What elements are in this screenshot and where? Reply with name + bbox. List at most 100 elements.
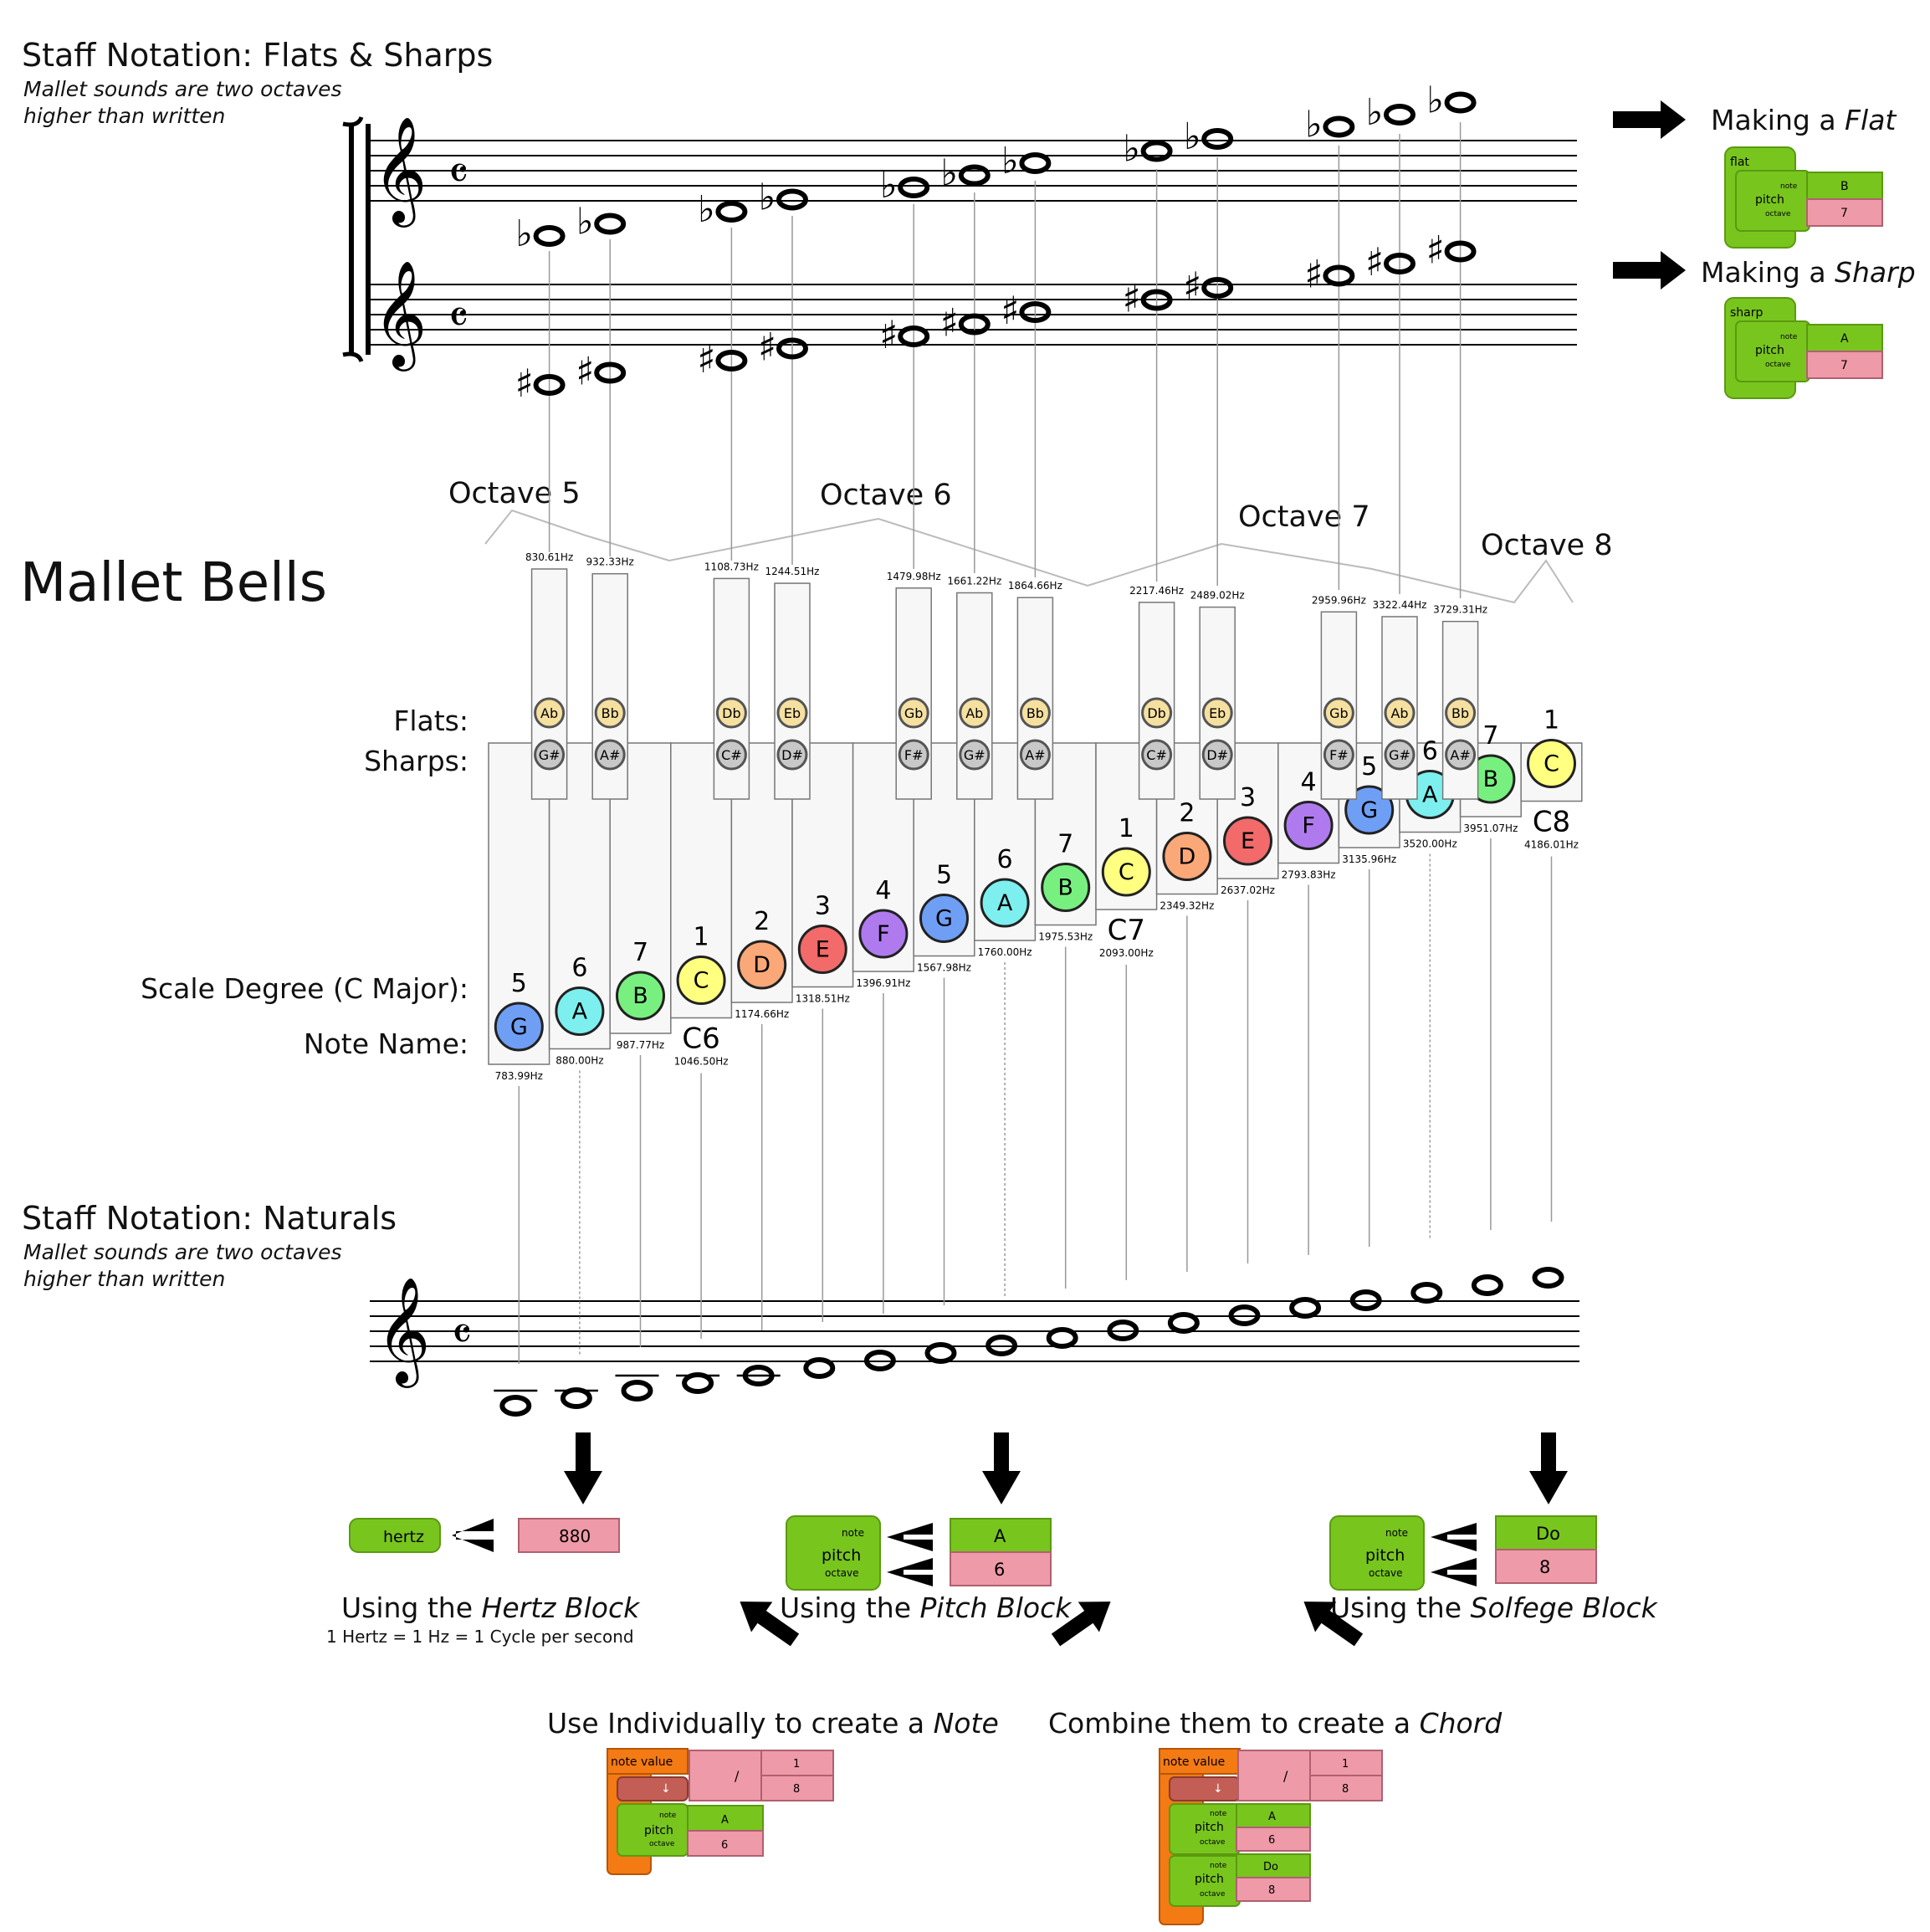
- flat-sign-icon: ♭: [1426, 79, 1444, 122]
- flat-whole-note: [776, 188, 808, 211]
- flat-circle: [898, 697, 929, 729]
- sharp-circle: [715, 739, 747, 771]
- natural-whole-note: [1532, 1267, 1564, 1289]
- sharp-sign-icon: ♯: [514, 361, 533, 406]
- sharp-circle: [594, 739, 626, 771]
- flat-sign-icon: ♭: [1123, 128, 1140, 171]
- note-circle: [797, 925, 847, 974]
- sharp-sign-icon: ♯: [576, 349, 594, 394]
- natural-frequency-label: 2637.02Hz: [1221, 884, 1275, 896]
- accidental-frequency-label: 1864.66Hz: [1008, 580, 1062, 592]
- natural-frequency-label: 1318.51Hz: [796, 993, 850, 1005]
- nv1-note-label: note: [659, 1812, 677, 1820]
- solfege-block-octave: 8: [1539, 1557, 1550, 1577]
- flat-circle: [1445, 697, 1477, 729]
- note-circle: [1527, 739, 1576, 788]
- natural-frequency-label: 1975.53Hz: [1038, 931, 1093, 943]
- natural-frequency-label: 1396.91Hz: [856, 977, 910, 989]
- solfege-block-note: Do: [1536, 1524, 1560, 1544]
- flat-label: Eb: [784, 705, 801, 721]
- nv2-numerator: 1: [1342, 1758, 1349, 1771]
- naturals-subtitle-2: higher than written: [23, 1267, 226, 1291]
- sharp-whole-note: [1384, 253, 1416, 274]
- natural-frequency-label: 2349.32Hz: [1160, 900, 1214, 912]
- grand-staff-bracket: [342, 116, 371, 362]
- sharp-sign-icon: ♯: [1183, 264, 1201, 309]
- making-sharp-caption: Making a Sharp: [1701, 256, 1916, 289]
- scale-degree-label: 3: [1240, 783, 1256, 812]
- natural-frequency-label: 3520.00Hz: [1403, 838, 1457, 850]
- flat-sign-icon: ♭: [759, 177, 776, 219]
- sharp-whole-note: [958, 313, 991, 336]
- scale-degree-label: 5: [511, 969, 527, 998]
- accidental-frequency-label: 2217.46Hz: [1129, 585, 1184, 597]
- sharp-block-pitch: pitch: [1755, 344, 1784, 357]
- note-circle: [555, 986, 605, 1036]
- octave-6-label: Octave 6: [820, 479, 952, 512]
- sharp-whole-note: [1140, 289, 1173, 311]
- scale-degree-label: 1: [1119, 814, 1134, 843]
- sharp-label: F#: [904, 747, 924, 763]
- flat-label: Ab: [1390, 705, 1408, 721]
- sharp-block-octave-label: octave: [1765, 361, 1791, 369]
- octave-5-label: Octave 5: [448, 477, 581, 510]
- scale-degree-label: 3: [815, 892, 831, 921]
- mallet-bells-title: Mallet Bells: [20, 552, 327, 614]
- naturals-subtitle-1: Mallet sounds are two octaves: [23, 1240, 342, 1264]
- flat-sign-icon: ♭: [1366, 91, 1384, 134]
- natural-whole-note: [1228, 1304, 1261, 1326]
- flat-label: Bb: [1451, 705, 1469, 721]
- nv1-octave: 6: [721, 1839, 728, 1852]
- nv2-octave-1: 6: [1268, 1834, 1275, 1847]
- making-flat-caption: Making a Flat: [1711, 104, 1897, 136]
- flat-whole-note: [1323, 115, 1355, 138]
- note-name-label: C: [1543, 751, 1559, 777]
- accidental-frequency-label: 2959.96Hz: [1312, 594, 1366, 606]
- scale-degree-label: 6: [997, 845, 1013, 874]
- pitch-block-note-label: note: [842, 1527, 864, 1539]
- octave-range-line: [484, 509, 1574, 604]
- sharp-block-octave: 7: [1840, 359, 1848, 372]
- sharp-whole-note: [898, 325, 930, 347]
- accidental-frequency-label: 1661.22Hz: [947, 576, 1001, 587]
- nv1-denominator: 8: [793, 1783, 800, 1796]
- note-name-label: B: [1483, 766, 1499, 792]
- sharp-label: A#: [600, 747, 620, 763]
- natural-whole-note: [924, 1342, 957, 1364]
- solfege-left-arrow-2: [1431, 1558, 1477, 1586]
- pitch-left-arrow-1: [887, 1523, 933, 1551]
- natural-whole-note: [1046, 1327, 1078, 1349]
- accidental-frequency-label: 3729.31Hz: [1433, 604, 1487, 616]
- flat-block-octave-label: octave: [1765, 210, 1791, 218]
- leader-lines: [518, 122, 1553, 1364]
- accidental-frequency-label: 1244.51Hz: [765, 566, 820, 577]
- natural-whole-note: [621, 1380, 653, 1402]
- sharp-sign-icon: ♯: [879, 312, 898, 357]
- note-value-block-individual: note value ↓ / 1 8 pitch note octave A 6: [607, 1748, 834, 1875]
- nv1-octave-label: octave: [649, 1840, 675, 1848]
- flat-whole-note: [533, 225, 566, 247]
- note-name-label: G: [1360, 797, 1378, 823]
- note-circle: [1162, 832, 1212, 881]
- note-circle: [1223, 816, 1272, 866]
- sharp-sign-icon: ♯: [1122, 276, 1140, 321]
- common-time-icon: 𝄴: [448, 147, 468, 200]
- note-name-label: F: [1302, 813, 1315, 839]
- note-circle: [737, 940, 787, 990]
- accidental-frequency-label: 3322.44Hz: [1373, 599, 1427, 611]
- natural-whole-note: [985, 1335, 1018, 1356]
- note-name-label: C: [694, 968, 709, 994]
- solfege-caption: Using the Solfege Block: [1330, 1591, 1657, 1624]
- natural-frequency-label: 1174.66Hz: [735, 1008, 789, 1020]
- scale-degree-label: 1: [694, 923, 709, 952]
- scale-degree-label: 5: [1361, 752, 1377, 782]
- flat-label: Ab: [540, 705, 558, 721]
- flat-whole-note: [1140, 140, 1173, 162]
- black-keys: 830.61HzAbG#932.33HzBbA#1108.73HzDbC#124…: [525, 551, 1487, 800]
- scale-degree-label: 7: [1057, 830, 1073, 859]
- note-name-label: B: [632, 983, 648, 1009]
- hertz-note: 1 Hertz = 1 Hz = 1 Cycle per second: [326, 1627, 634, 1647]
- hertz-left-arrow: [452, 1519, 494, 1552]
- flat-block-pitch: pitch: [1755, 193, 1784, 207]
- scale-degree-label: 4: [875, 876, 891, 905]
